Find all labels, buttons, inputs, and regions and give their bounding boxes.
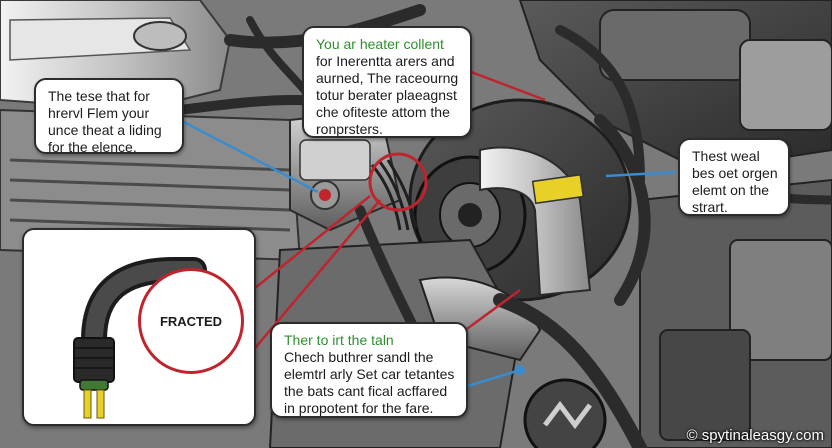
callout-text-line: strart. (692, 199, 728, 215)
callout-text-line: bes oet orgen (692, 165, 778, 181)
callout-text-line: Chech buthrer sandl the (284, 349, 434, 365)
callout-text-line: unce theat a liding (48, 122, 162, 138)
callout-text-line: for Inerentta arers and (316, 53, 455, 69)
fracture-badge-text: FRACTED (159, 313, 223, 329)
fracture-badge: FRACTED (138, 268, 244, 374)
callout-right: Thest weal bes oet orgen elemt on the st… (678, 138, 790, 216)
callout-text-line: the bats cant fical acffared (284, 383, 448, 399)
callout-text-line: ronprsters. (316, 121, 383, 137)
callout-text-line: for the elence. (48, 139, 137, 155)
callout-text-line: elemt on the (692, 182, 770, 198)
callout-top-center: You ar heater collent for Inerentta arer… (302, 26, 472, 138)
connector-illustration (73, 257, 207, 419)
callout-heading: You ar heater collent (316, 36, 444, 52)
callout-text-line: aurned, The raceourng (316, 70, 459, 86)
callout-text-line: in propotent for the fare. (284, 400, 434, 416)
callout-text-line: Thest weal (692, 148, 760, 164)
callout-heading: Ther to irt the taln (284, 332, 394, 348)
callout-bottom-center: Ther to irt the taln Chech buthrer sandl… (270, 322, 468, 418)
callout-text-line: hrervl Flem your (48, 105, 150, 121)
callout-text-line: che ofiteste attom the (316, 104, 450, 120)
watermark: © spytinaleasgy.com (687, 427, 825, 444)
callout-text-line: The tese that for (48, 88, 150, 104)
callout-top-left: The tese that for hrervl Flem your unce … (34, 78, 184, 155)
callout-text-line: totur berater plaeagnst (316, 87, 457, 103)
watermark-text: © spytinaleasgy.com (686, 427, 825, 444)
callout-text-line: elemtrl arly Set car tetantes (284, 366, 455, 382)
